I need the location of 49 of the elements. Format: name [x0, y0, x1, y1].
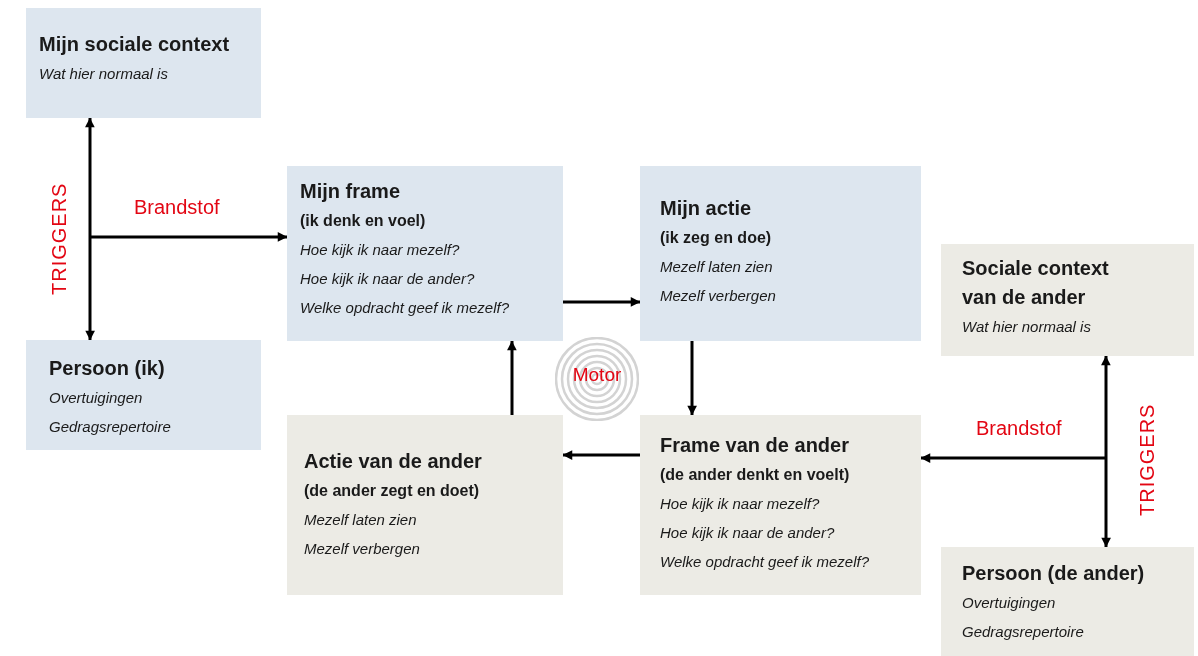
edge-label: TRIGGERS — [1136, 403, 1159, 516]
box-text: Welke opdracht geef ik mezelf? — [300, 298, 510, 318]
box-subheading: (de ander zegt en doet) — [304, 481, 481, 501]
box-text: Mezelf verbergen — [304, 539, 421, 559]
box-heading: Frame van de ander — [660, 433, 850, 458]
box-heading: Mijn actie — [660, 196, 753, 221]
box-text: Overtuigingen — [49, 388, 144, 408]
box-text: Gedragsrepertoire — [962, 622, 1085, 642]
box-text: Welke opdracht geef ik mezelf? — [660, 552, 870, 572]
box-heading: Persoon (ik) — [49, 356, 166, 381]
arrow — [85, 117, 95, 341]
edge-label: Brandstof — [976, 417, 1062, 440]
box-heading: Mijn frame — [300, 179, 402, 204]
box-text: Wat hier normaal is — [962, 317, 1092, 337]
edge-label: Brandstof — [134, 196, 220, 219]
box-text: Hoe kijk ik naar de ander? — [660, 523, 836, 543]
box-heading: Mijn sociale context — [39, 32, 231, 57]
text-box — [640, 166, 921, 341]
arrow — [90, 232, 288, 242]
text-box — [26, 8, 261, 118]
box-text: Hoe kijk ik naar mezelf? — [660, 494, 821, 514]
box-text: Hoe kijk ik naar de ander? — [300, 269, 476, 289]
motor-label: Motor — [571, 364, 623, 386]
arrow — [563, 297, 641, 307]
text-box — [287, 166, 563, 341]
text-box — [941, 244, 1194, 356]
box-heading: Sociale context van de ander — [962, 256, 1110, 310]
arrow — [920, 453, 1106, 463]
box-subheading: (de ander denkt en voelt) — [660, 465, 851, 485]
box-heading: Actie van de ander — [304, 449, 483, 474]
box-text: Mezelf laten zien — [660, 257, 774, 277]
text-box — [640, 415, 921, 595]
text-box — [941, 547, 1194, 656]
text-box — [26, 340, 261, 450]
box-subheading: (ik denk en voel) — [300, 211, 427, 231]
box-text: Wat hier normaal is — [39, 64, 169, 84]
arrow — [687, 341, 697, 416]
edge-label: TRIGGERS — [48, 182, 71, 295]
box-subheading: (ik zeg en doe) — [660, 228, 773, 248]
box-heading: Persoon (de ander) — [962, 561, 1146, 586]
box-text: Gedragsrepertoire — [49, 417, 172, 437]
arrow — [507, 340, 517, 415]
arrow — [562, 450, 640, 460]
text-box — [287, 415, 563, 595]
box-text: Mezelf laten zien — [304, 510, 418, 530]
arrow — [1101, 355, 1111, 548]
box-text: Mezelf verbergen — [660, 286, 777, 306]
box-text: Overtuigingen — [962, 593, 1057, 613]
box-text: Hoe kijk ik naar mezelf? — [300, 240, 461, 260]
